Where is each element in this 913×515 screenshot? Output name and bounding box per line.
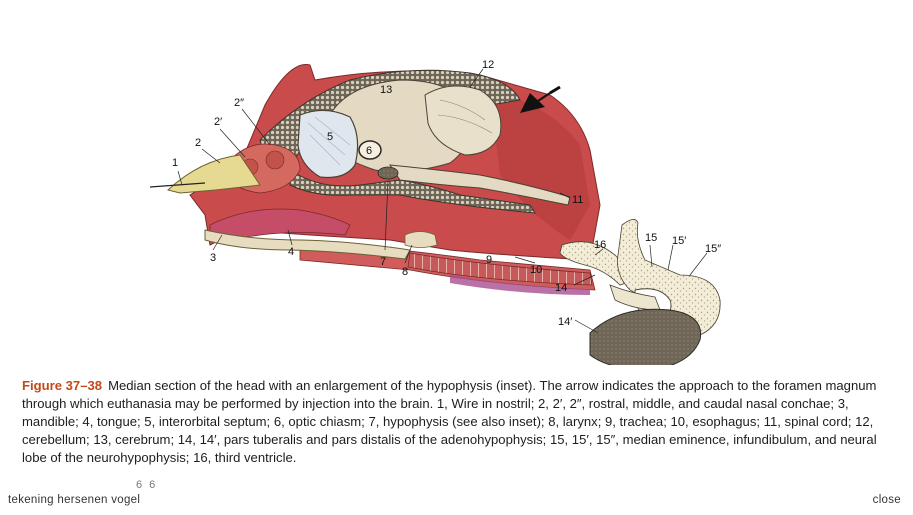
label-15-double-prime: 15″: [705, 243, 721, 255]
esophagus: [450, 275, 590, 295]
label-1: 1: [172, 157, 178, 169]
inset-third-ventricle: [559, 241, 636, 286]
inset-pars-distalis: [589, 308, 702, 365]
label-5: 5: [327, 131, 333, 143]
label-12: 12: [482, 59, 494, 71]
label-15: 15: [645, 232, 657, 244]
label-13: 13: [380, 84, 392, 96]
label-6: 6: [366, 145, 372, 157]
nostril-wire: [150, 182, 206, 188]
larynx: [404, 231, 438, 248]
optic-chiasm: [358, 140, 382, 160]
label-15-prime: 15′: [672, 235, 686, 247]
label-2-double-prime: 2″: [234, 97, 244, 109]
close-button[interactable]: close: [872, 494, 901, 506]
skull-base: [289, 169, 536, 214]
inset-median-eminence: [617, 219, 721, 336]
trachea: [407, 252, 593, 286]
image-title: tekening hersenen vogel: [8, 494, 141, 506]
label-2-prime: 2′: [214, 116, 222, 128]
hypophysis: [377, 166, 399, 180]
label-9: 9: [486, 254, 492, 266]
caption-text: Median section of the head with an enlar…: [22, 378, 877, 465]
label-14: 14: [555, 282, 567, 294]
label-8: 8: [402, 266, 408, 278]
label-7: 7: [380, 256, 386, 268]
label-11: 11: [572, 194, 583, 206]
cerebellum: [424, 85, 502, 156]
brainstem: [388, 164, 571, 206]
label-3: 3: [210, 252, 216, 264]
label-14-prime: 14′: [558, 316, 572, 328]
anatomical-illustration: 1 2 2′ 2″ 3 4 5 6 7 8 9 10 11 12 13: [150, 59, 721, 365]
label-2: 2: [195, 137, 201, 149]
label-10: 10: [530, 264, 542, 276]
mandible: [204, 229, 411, 260]
figure-number: Figure 37–38: [22, 378, 103, 393]
page-counter: 6 6: [136, 479, 158, 491]
injection-arrow: [520, 85, 561, 113]
hypophysis-inset: 15 15′ 15″ 16 14 14′: [555, 219, 721, 365]
label-16: 16: [594, 239, 606, 251]
label-4: 4: [288, 246, 294, 258]
